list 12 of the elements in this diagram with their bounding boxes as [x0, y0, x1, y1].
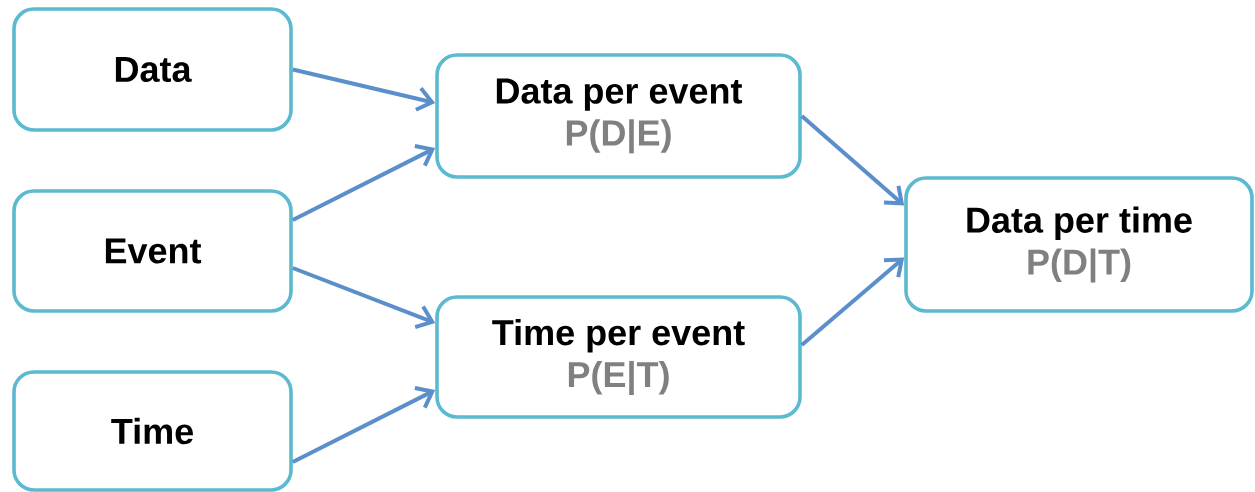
process-box: Data	[12, 7, 293, 132]
arrow	[292, 67, 436, 112]
arrow	[291, 144, 436, 222]
process-box: Data per event P(D|E)	[435, 53, 802, 179]
arrow	[800, 257, 905, 347]
arrow	[292, 266, 436, 329]
arrow	[800, 114, 905, 206]
process-box: Event	[12, 189, 293, 313]
process-box: Data per time P(D|T)	[904, 176, 1254, 313]
process-box: Time per event P(E|T)	[435, 295, 802, 419]
process-box: Time	[12, 370, 293, 492]
arrow	[291, 386, 436, 464]
